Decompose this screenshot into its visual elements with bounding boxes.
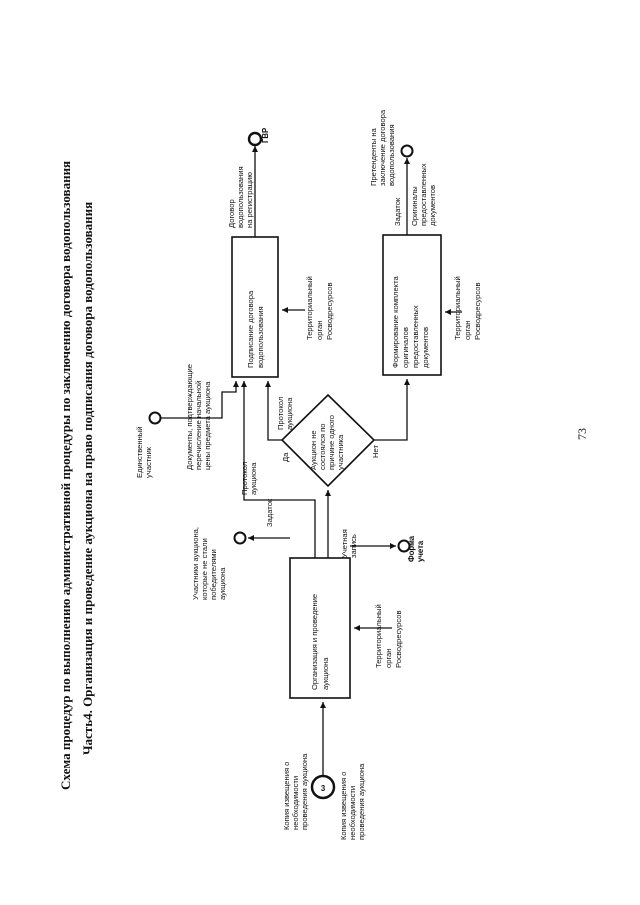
applicants-label: Претенденты на заключение договора водоп… (369, 108, 396, 186)
arrow-decision-no (374, 379, 410, 441)
arrow-decision-yes (265, 381, 282, 441)
record-entry-label: Учетная запись (340, 527, 358, 558)
title-line-1: Схема процедур по выполнению администрат… (58, 161, 73, 790)
originals-label: Оригиналы предоставленных документов (410, 161, 437, 226)
assemble-documents-box (382, 234, 442, 376)
deposit-right-label: Задаток (393, 197, 402, 226)
losers-terminator (233, 531, 247, 545)
terr-org-label-c: Территориальный орган Росводресурсов (453, 274, 482, 340)
decision-diamond (280, 393, 376, 488)
notice-label-right: Копия извещения о необходимости проведен… (339, 763, 366, 840)
sign-contract-box (231, 236, 279, 378)
single-participant-terminator (148, 411, 162, 425)
yes-label: Да (281, 452, 290, 462)
organize-auction-box (289, 557, 351, 699)
assemble-documents-label: Формирование комплекта оригиналов предос… (391, 274, 430, 368)
sign-contract-label: Подписание договора водопользования (246, 289, 265, 368)
decision-label: Аукцион не состоялся по причине одного у… (309, 413, 345, 470)
arrow-protocol-a (241, 381, 316, 558)
applicants-terminator (400, 144, 414, 158)
single-participant-label: Единственный участник (135, 424, 153, 478)
gvr-label: ГВР (261, 128, 270, 143)
form-record-label: Форма учета (407, 534, 425, 562)
protocol-b-label: Протокол аукциона (276, 395, 294, 430)
organize-auction-label: Организация и проведение аукциона (310, 592, 330, 690)
record-terminator (397, 539, 411, 553)
losers-label: Участники аукциона, которые не стали поб… (191, 525, 227, 600)
docs-payment-label: Документы, подтверждающие перечисление н… (185, 362, 212, 470)
terr-org-label-b: Территориальный орган Росводресурсов (305, 274, 334, 340)
deposit-top-label: Задаток (265, 498, 274, 527)
gvr-terminator (247, 131, 263, 147)
title-line-2: Часть4. Организация и проведение аукцион… (80, 202, 95, 755)
connector-3-label: 3 (321, 784, 326, 793)
contract-label: Договор водопользования на регистрацию (227, 164, 254, 228)
terr-org-label-a: Территориальный орган Росводресурсов (374, 602, 403, 668)
notice-label-left: Копия извещения о необходимости проведен… (282, 753, 309, 830)
protocol-a-label: Протокол аукциона (240, 460, 258, 495)
no-label: Нет (371, 445, 380, 458)
arrow-single-participant (160, 381, 239, 419)
page-number: 73 (575, 428, 589, 440)
